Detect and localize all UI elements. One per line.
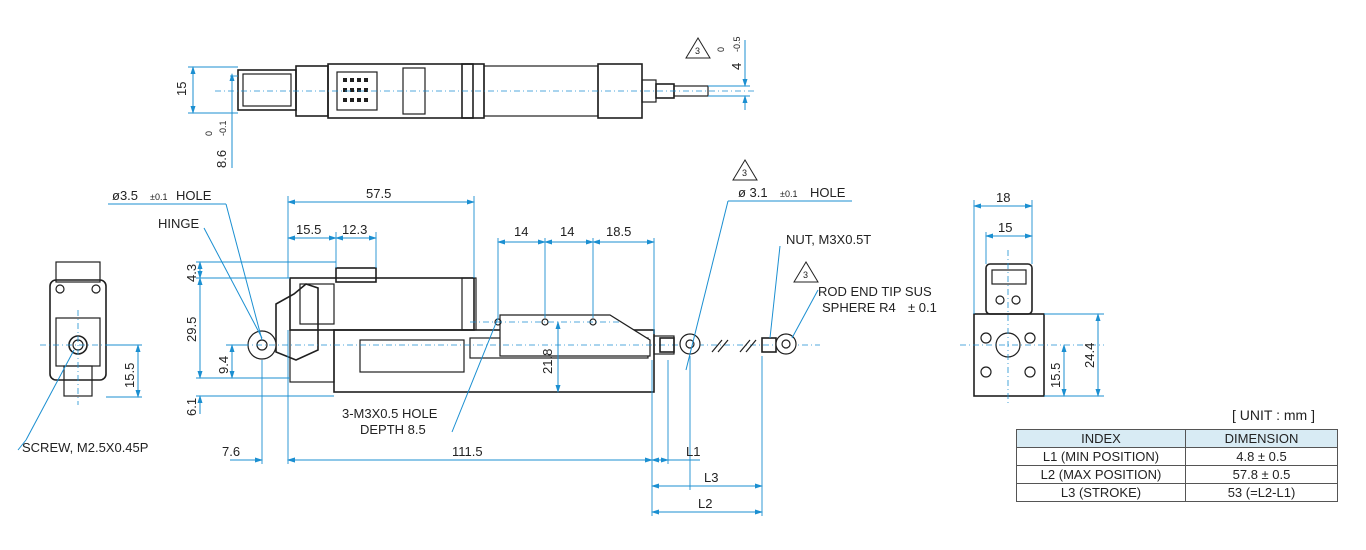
side-view-slider xyxy=(499,314,651,357)
tip-note-line2: SPHERE R4 xyxy=(822,300,896,315)
table-cell-dimension: 57.8 ± 0.5 xyxy=(1185,465,1338,484)
table-header-index: INDEX xyxy=(1016,429,1186,448)
dim-pitch1: 14 xyxy=(514,224,528,239)
dim-h-top: 4.3 xyxy=(184,264,199,282)
right-end-view: 18 15 15.5 24.4 xyxy=(960,190,1104,405)
dim-right-inner: 15 xyxy=(998,220,1012,235)
rod-hole-prefix: ø 3.1 xyxy=(738,185,768,200)
table-cell-index: L3 (STROKE) xyxy=(1016,483,1186,502)
triangle-hole-note: 3 xyxy=(742,168,747,178)
dim-pitch2: 14 xyxy=(560,224,574,239)
nut-note: NUT, M3X0.5T xyxy=(786,232,871,247)
dim-rod-tol-lower: -0.5 xyxy=(732,36,742,52)
triangle-note-top: 3 xyxy=(695,46,700,56)
triangle-hole-symbol xyxy=(732,159,758,181)
table-cell-index: L1 (MIN POSITION) xyxy=(1016,447,1186,466)
dim-right-total: 24.4 xyxy=(1082,343,1097,368)
rod-end xyxy=(659,333,797,355)
rod-end-eye-min xyxy=(679,333,701,355)
table-cell-dimension: 53 (=L2-L1) xyxy=(1185,483,1338,502)
table-row: L2 (MAX POSITION) 57.8 ± 0.5 xyxy=(1016,465,1338,484)
left-view-top-cap xyxy=(55,261,101,283)
tapped-hole-note-line1: 3-M3X0.5 HOLE xyxy=(342,406,438,421)
right-view-body xyxy=(973,313,1045,397)
side-view: 57.5 15.5 12.3 4.3 29.5 6.1 9.4 7.6 111.… xyxy=(108,186,820,464)
dim-h-pin: 9.4 xyxy=(216,356,231,374)
side-view-hinge-bracket xyxy=(275,283,319,361)
dim-top-tol-upper: 0 xyxy=(204,131,214,136)
dim-seg2: 12.3 xyxy=(342,222,367,237)
rod-hole-tol: ±0.1 xyxy=(780,189,797,199)
tip-note-tol: ± 0.1 xyxy=(908,300,937,315)
table-header-row: INDEX DIMENSION xyxy=(1016,429,1338,448)
unit-label: [ UNIT : mm ] xyxy=(1232,407,1315,423)
tapped-hole-note-line2: DEPTH 8.5 xyxy=(360,422,426,437)
hole-note-tol: ±0.1 xyxy=(150,192,167,202)
dim-seg1: 15.5 xyxy=(296,222,321,237)
dim-rod-tol-upper: 0 xyxy=(716,47,726,52)
triangle-note-symbol xyxy=(685,37,711,59)
hole-note-suffix: HOLE xyxy=(176,188,212,203)
dim-l3: L3 xyxy=(704,470,718,485)
dim-left-height: 15.5 xyxy=(122,363,137,388)
right-view-top-block xyxy=(985,263,1033,315)
top-view: 15 8.6 0 -0.1 4 0 -0.5 3 xyxy=(174,36,755,168)
triangle-tip-note: 3 xyxy=(803,270,808,280)
tip-note-line1: ROD END TIP SUS xyxy=(818,284,932,299)
side-view-label xyxy=(359,339,465,373)
triangle-tip-symbol xyxy=(793,261,819,283)
rod-end-notes: 3 ø 3.1 ±0.1 HOLE NUT, M3X0.5T 3 ROD END… xyxy=(651,159,937,516)
side-view-connector xyxy=(335,267,377,283)
dim-l2: L2 xyxy=(698,496,712,511)
screw-note: SCREW, M2.5X0.45P xyxy=(22,440,148,455)
left-view-screw-tl xyxy=(55,284,65,294)
dim-overall-top: 57.5 xyxy=(366,186,391,201)
rod-hole-suffix: HOLE xyxy=(810,185,846,200)
dim-height-holes: 21.8 xyxy=(540,349,555,374)
top-view-rear-inner xyxy=(242,73,292,107)
left-end-view: 15.5 SCREW, M2.5X0.45P xyxy=(17,261,148,455)
dim-right-low: 15.5 xyxy=(1048,363,1063,388)
left-view-screw-tr xyxy=(91,284,101,294)
hole-note-prefix: ø3.5 xyxy=(112,188,138,203)
table-cell-index: L2 (MAX POSITION) xyxy=(1016,465,1186,484)
dim-h-bottom: 6.1 xyxy=(184,398,199,416)
table-row: L1 (MIN POSITION) 4.8 ± 0.5 xyxy=(1016,447,1338,466)
top-view-rear-block xyxy=(237,69,297,111)
dim-top-base: 8.6 xyxy=(214,150,229,168)
dim-h-main: 29.5 xyxy=(184,317,199,342)
dim-pitch3: 18.5 xyxy=(606,224,631,239)
dim-right-outer: 18 xyxy=(996,190,1010,205)
dim-l1: L1 xyxy=(686,444,700,459)
table-header-dimension: DIMENSION xyxy=(1185,429,1338,448)
dimension-table: INDEX DIMENSION L1 (MIN POSITION) 4.8 ± … xyxy=(1016,429,1338,502)
table-row: L3 (STROKE) 53 (=L2-L1) xyxy=(1016,483,1338,502)
dim-length: 111.5 xyxy=(452,444,483,459)
table-cell-dimension: 4.8 ± 0.5 xyxy=(1185,447,1338,466)
dim-rod-diameter: 4 xyxy=(729,63,744,70)
dim-top-tol-lower: -0.1 xyxy=(218,120,228,136)
dim-left-offset: 7.6 xyxy=(222,444,240,459)
dim-top-height: 15 xyxy=(174,82,189,96)
top-view-connector-pins xyxy=(343,78,368,102)
rod-end-eye-max xyxy=(775,333,797,355)
hinge-label: HINGE xyxy=(158,216,200,231)
